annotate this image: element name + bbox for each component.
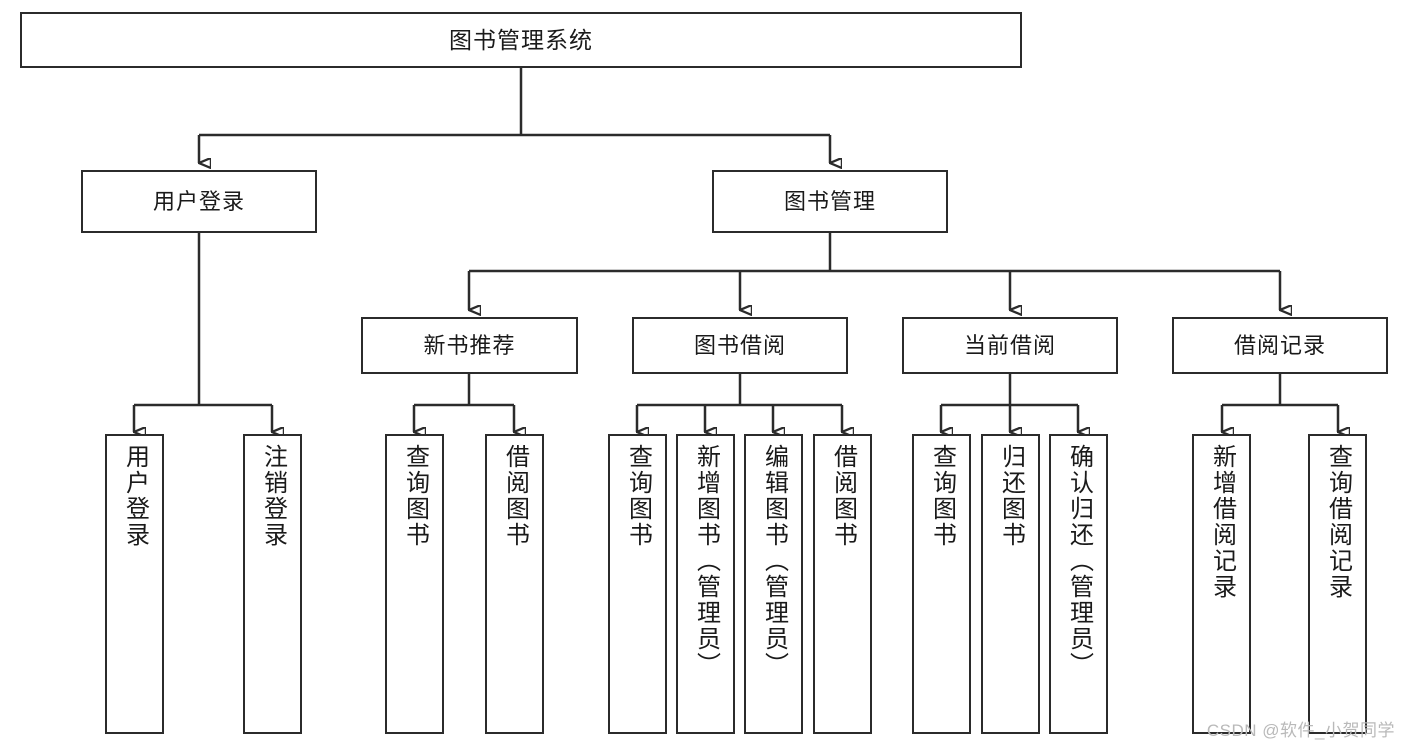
node-book-borrow-label: 图书借阅 [693, 332, 786, 358]
node-leaf-user-login-label: 用户登录 [121, 444, 149, 548]
node-leaf-confirm-return[interactable]: 确认归还（管理员） [1049, 434, 1108, 734]
node-leaf-borrow-book-1-label: 借阅图书 [501, 444, 529, 548]
node-leaf-logout-label: 注销登录 [259, 444, 287, 548]
node-book-borrow[interactable]: 图书借阅 [632, 317, 848, 374]
node-user-login[interactable]: 用户登录 [81, 170, 317, 233]
node-leaf-logout[interactable]: 注销登录 [243, 434, 302, 734]
node-borrow-record[interactable]: 借阅记录 [1172, 317, 1388, 374]
node-leaf-query-book-1[interactable]: 查询图书 [385, 434, 444, 734]
node-new-book-rec[interactable]: 新书推荐 [361, 317, 578, 374]
node-leaf-query-record[interactable]: 查询借阅记录 [1308, 434, 1367, 734]
node-user-login-label: 用户登录 [152, 188, 245, 214]
node-leaf-query-book-1-label: 查询图书 [401, 444, 429, 548]
node-leaf-return-book-label: 归还图书 [997, 444, 1025, 548]
node-leaf-return-book[interactable]: 归还图书 [981, 434, 1040, 734]
node-book-manage[interactable]: 图书管理 [712, 170, 948, 233]
node-leaf-confirm-return-label: 确认归还（管理员） [1065, 444, 1093, 678]
node-leaf-borrow-book-2-label: 借阅图书 [829, 444, 857, 548]
node-leaf-edit-book[interactable]: 编辑图书（管理员） [744, 434, 803, 734]
node-leaf-add-book[interactable]: 新增图书（管理员） [676, 434, 735, 734]
node-leaf-borrow-book-2[interactable]: 借阅图书 [813, 434, 872, 734]
node-borrow-record-label: 借阅记录 [1233, 332, 1326, 358]
node-root[interactable]: 图书管理系统 [20, 12, 1022, 68]
node-leaf-query-book-2[interactable]: 查询图书 [608, 434, 667, 734]
node-new-book-rec-label: 新书推荐 [423, 332, 516, 358]
node-leaf-add-book-label: 新增图书（管理员） [692, 444, 720, 678]
node-leaf-query-book-2-label: 查询图书 [624, 444, 652, 548]
node-current-borrow-label: 当前借阅 [963, 332, 1056, 358]
node-current-borrow[interactable]: 当前借阅 [902, 317, 1118, 374]
node-leaf-user-login[interactable]: 用户登录 [105, 434, 164, 734]
node-leaf-query-book-3-label: 查询图书 [928, 444, 956, 548]
node-leaf-add-record-label: 新增借阅记录 [1208, 444, 1236, 600]
node-book-manage-label: 图书管理 [783, 188, 876, 214]
node-leaf-add-record[interactable]: 新增借阅记录 [1192, 434, 1251, 734]
csdn-watermark: CSDN @软件_小贺同学 [1206, 721, 1395, 740]
node-root-label: 图书管理系统 [449, 26, 593, 53]
node-leaf-edit-book-label: 编辑图书（管理员） [760, 444, 788, 678]
node-leaf-borrow-book-1[interactable]: 借阅图书 [485, 434, 544, 734]
node-leaf-query-record-label: 查询借阅记录 [1324, 444, 1352, 600]
node-leaf-query-book-3[interactable]: 查询图书 [912, 434, 971, 734]
